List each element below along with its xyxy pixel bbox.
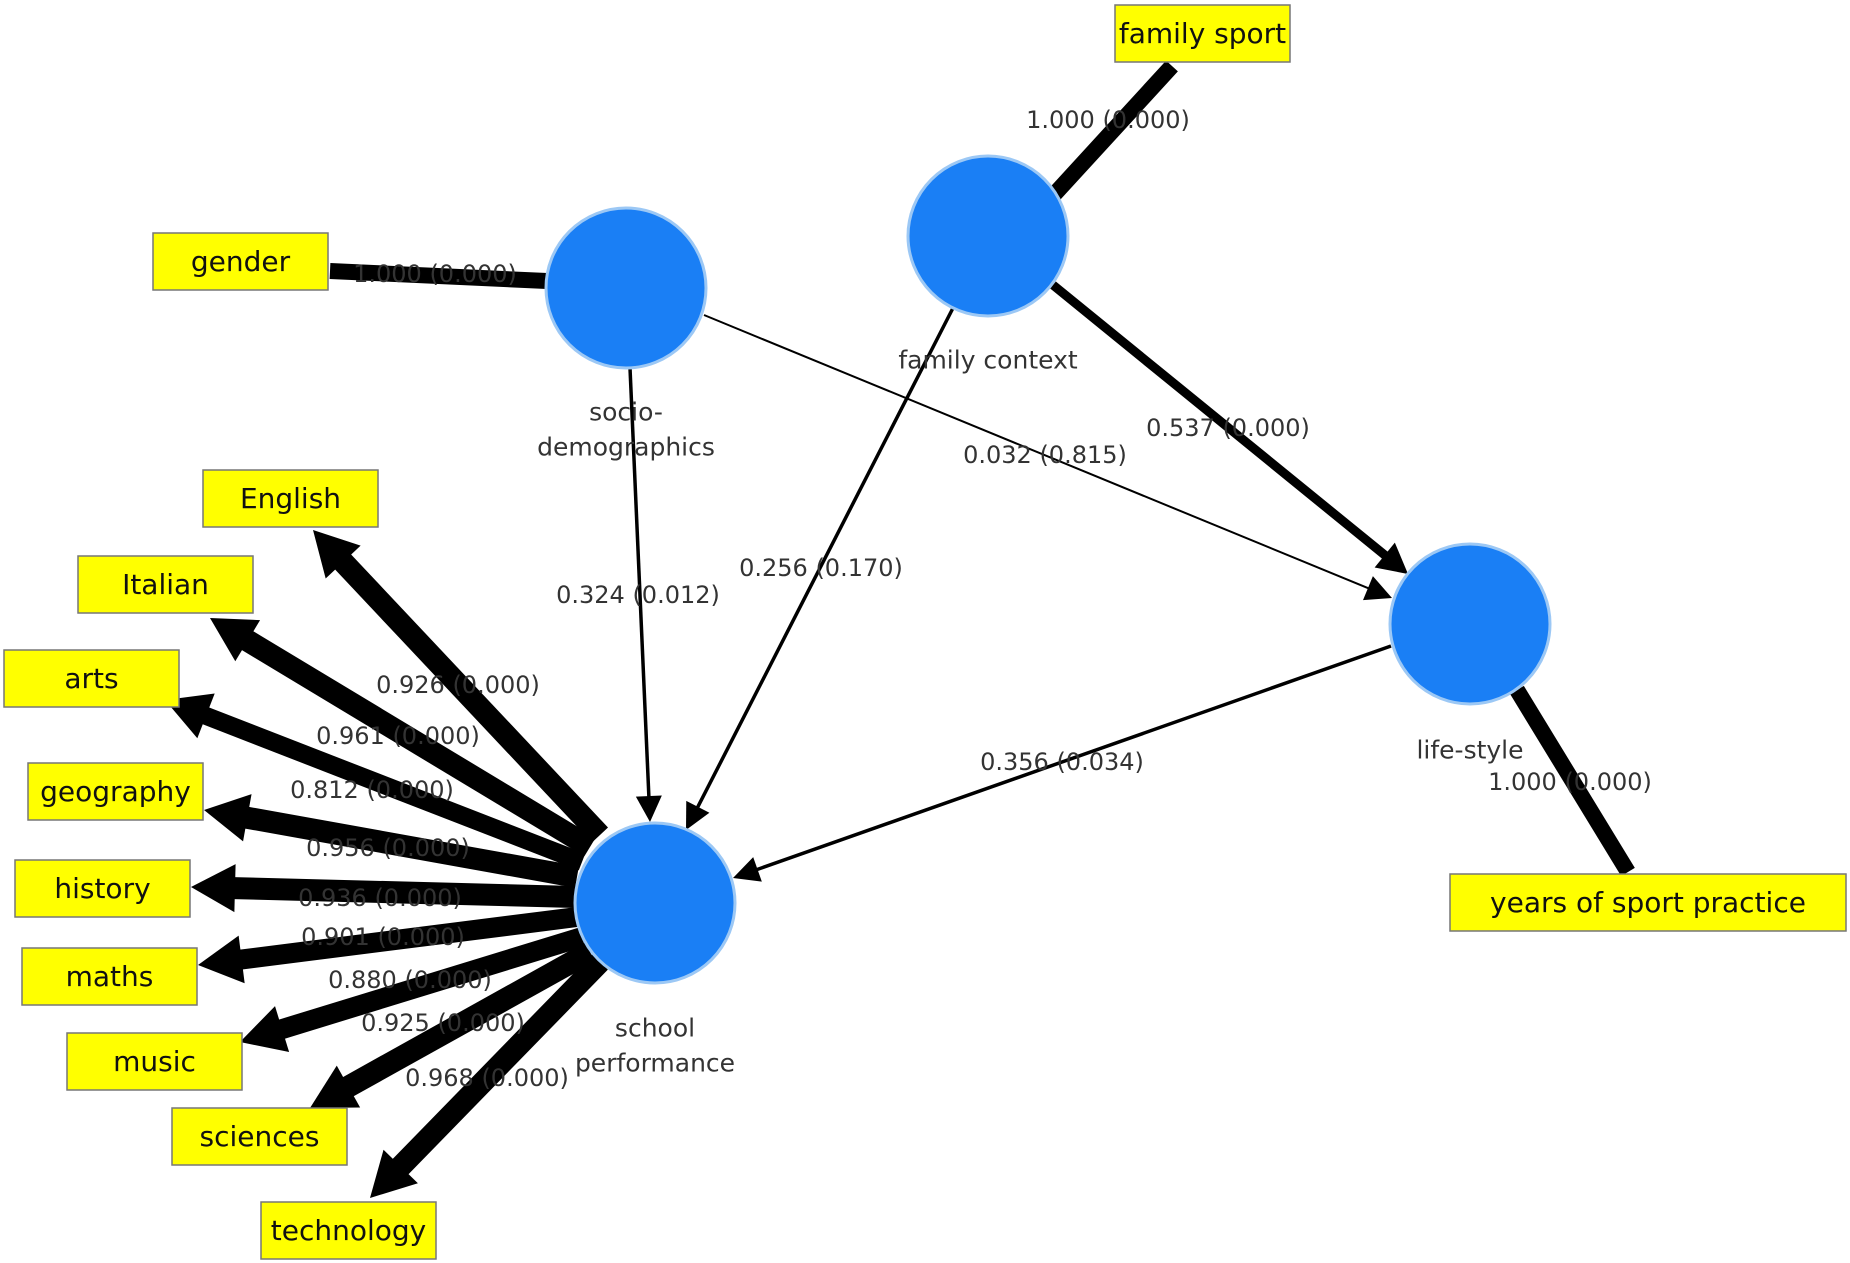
indicator-label-music: music: [113, 1045, 196, 1078]
loading-label-history: 0.936 (0.000): [298, 884, 462, 912]
indicator-label-technology: technology: [271, 1214, 426, 1247]
path-edge-socio-to-lifestyle-line: [703, 314, 1372, 591]
path-edge-lifestyle-to-school-line: [753, 644, 1392, 873]
construct-node-socio: [544, 206, 708, 370]
loading-edge-music-arrowhead: [240, 1006, 290, 1053]
loading-label-family_sport: 1.000 (0.000): [1026, 106, 1190, 134]
loading-edge-technology-arrowhead: [370, 1149, 418, 1198]
loading-edge-sciences-line: [337, 942, 596, 1100]
indicator-label-family_sport: family sport: [1119, 17, 1286, 50]
path-edge-socio-to-lifestyle-arrowhead: [1363, 576, 1392, 601]
edges-layer: [165, 60, 1635, 1198]
path-edge-socio-to-school-line: [628, 367, 651, 800]
loading-edge-family_sport-line: [1034, 60, 1178, 216]
loading-edge-maths-arrowhead: [198, 935, 245, 984]
path-label-lifestyle-to-school: 0.356 (0.034): [980, 748, 1144, 776]
path-label-family-to-school: 0.256 (0.170): [739, 554, 903, 582]
construct-label-lifestyle-line1: life-style: [1416, 736, 1523, 765]
path-label-family-to-lifestyle: 0.537 (0.000): [1146, 414, 1310, 442]
indicator-box-English: [202, 469, 379, 528]
indicator-box-gender: [152, 232, 329, 291]
loading-edge-English-arrowhead: [313, 530, 361, 579]
indicator-box-arts: [3, 649, 180, 708]
indicator-box-maths: [21, 947, 198, 1006]
indicator-box-geography: [27, 762, 204, 821]
loading-label-years: 1.000 (0.000): [1488, 768, 1652, 796]
loading-edge-technology-line: [388, 954, 608, 1179]
indicator-label-arts: arts: [64, 662, 118, 695]
loading-edge-geography-arrowhead: [204, 794, 252, 842]
loading-edge-geography-line: [238, 805, 579, 888]
loading-edge-English-line: [330, 549, 609, 843]
loading-label-maths: 0.901 (0.000): [301, 923, 465, 951]
loading-edge-history-line: [228, 876, 577, 908]
indicator-label-sciences: sciences: [200, 1120, 320, 1153]
indicator-label-geography: geography: [40, 775, 191, 808]
nodes-layer: [3, 4, 1847, 1260]
loading-label-gender: 1.000 (0.000): [353, 260, 517, 288]
path-label-socio-to-lifestyle: 0.032 (0.815): [963, 441, 1127, 469]
loading-label-technology: 0.968 (0.000): [405, 1064, 569, 1092]
construct-node-lifestyle: [1388, 542, 1552, 706]
construct-node-family: [906, 154, 1070, 318]
indicator-label-gender: gender: [191, 245, 291, 278]
construct-label-socio-line2: demographics: [537, 433, 715, 462]
loading-label-sciences: 0.925 (0.000): [361, 1009, 525, 1037]
indicator-box-history: [14, 859, 191, 918]
loading-edge-maths-line: [233, 907, 579, 971]
path-edge-family-to-school-line: [694, 307, 955, 812]
labels-layer: 1.000 (0.000) 1.000 (0.000) 1.000 (0.000) 0…: [40, 17, 1806, 1247]
loading-edge-arts-line: [196, 705, 586, 871]
indicator-box-family_sport: [1114, 4, 1291, 63]
indicator-label-English: English: [240, 482, 341, 515]
path-edge-family-to-school-arrowhead: [686, 800, 710, 830]
loading-label-Italian: 0.961 (0.000): [316, 722, 480, 750]
loading-label-music: 0.880 (0.000): [328, 966, 492, 994]
loading-edge-Italian-line: [236, 627, 596, 857]
construct-label-school-line1: school: [615, 1014, 695, 1043]
loading-edge-history-arrowhead: [191, 864, 236, 913]
loading-edge-years-line: [1510, 685, 1635, 877]
indicator-box-sciences: [171, 1107, 348, 1166]
loading-edge-music-line: [272, 927, 585, 1041]
path-edge-family-to-lifestyle-line: [1050, 281, 1392, 562]
indicator-box-years: [1449, 873, 1847, 932]
loading-edge-Italian-arrowhead: [210, 618, 261, 662]
loading-label-geography: 0.956 (0.000): [306, 834, 470, 862]
indicator-label-Italian: Italian: [122, 568, 209, 601]
path-edge-socio-to-school-arrowhead: [635, 795, 662, 822]
indicator-label-maths: maths: [66, 960, 154, 993]
loading-label-English: 0.926 (0.000): [376, 671, 540, 699]
construct-label-school-line2: performance: [575, 1049, 735, 1078]
construct-label-socio-line1: socio-: [589, 398, 663, 427]
indicator-box-Italian: [77, 555, 254, 614]
construct-label-family-line1: family context: [898, 346, 1078, 375]
indicator-box-music: [66, 1032, 243, 1091]
path-edge-lifestyle-to-school-arrowhead: [733, 857, 762, 882]
construct-node-school: [573, 821, 737, 985]
loading-edge-sciences-arrowhead: [310, 1065, 361, 1108]
loading-label-arts: 0.812 (0.000): [290, 776, 454, 804]
path-label-socio-to-school: 0.324 (0.012): [556, 581, 720, 609]
loading-edge-gender-line: [329, 263, 548, 289]
indicator-box-technology: [260, 1201, 437, 1260]
indicator-label-history: history: [54, 872, 150, 905]
path-edge-family-to-lifestyle-arrowhead: [1374, 542, 1408, 574]
indicator-label-years: years of sport practice: [1490, 886, 1806, 919]
